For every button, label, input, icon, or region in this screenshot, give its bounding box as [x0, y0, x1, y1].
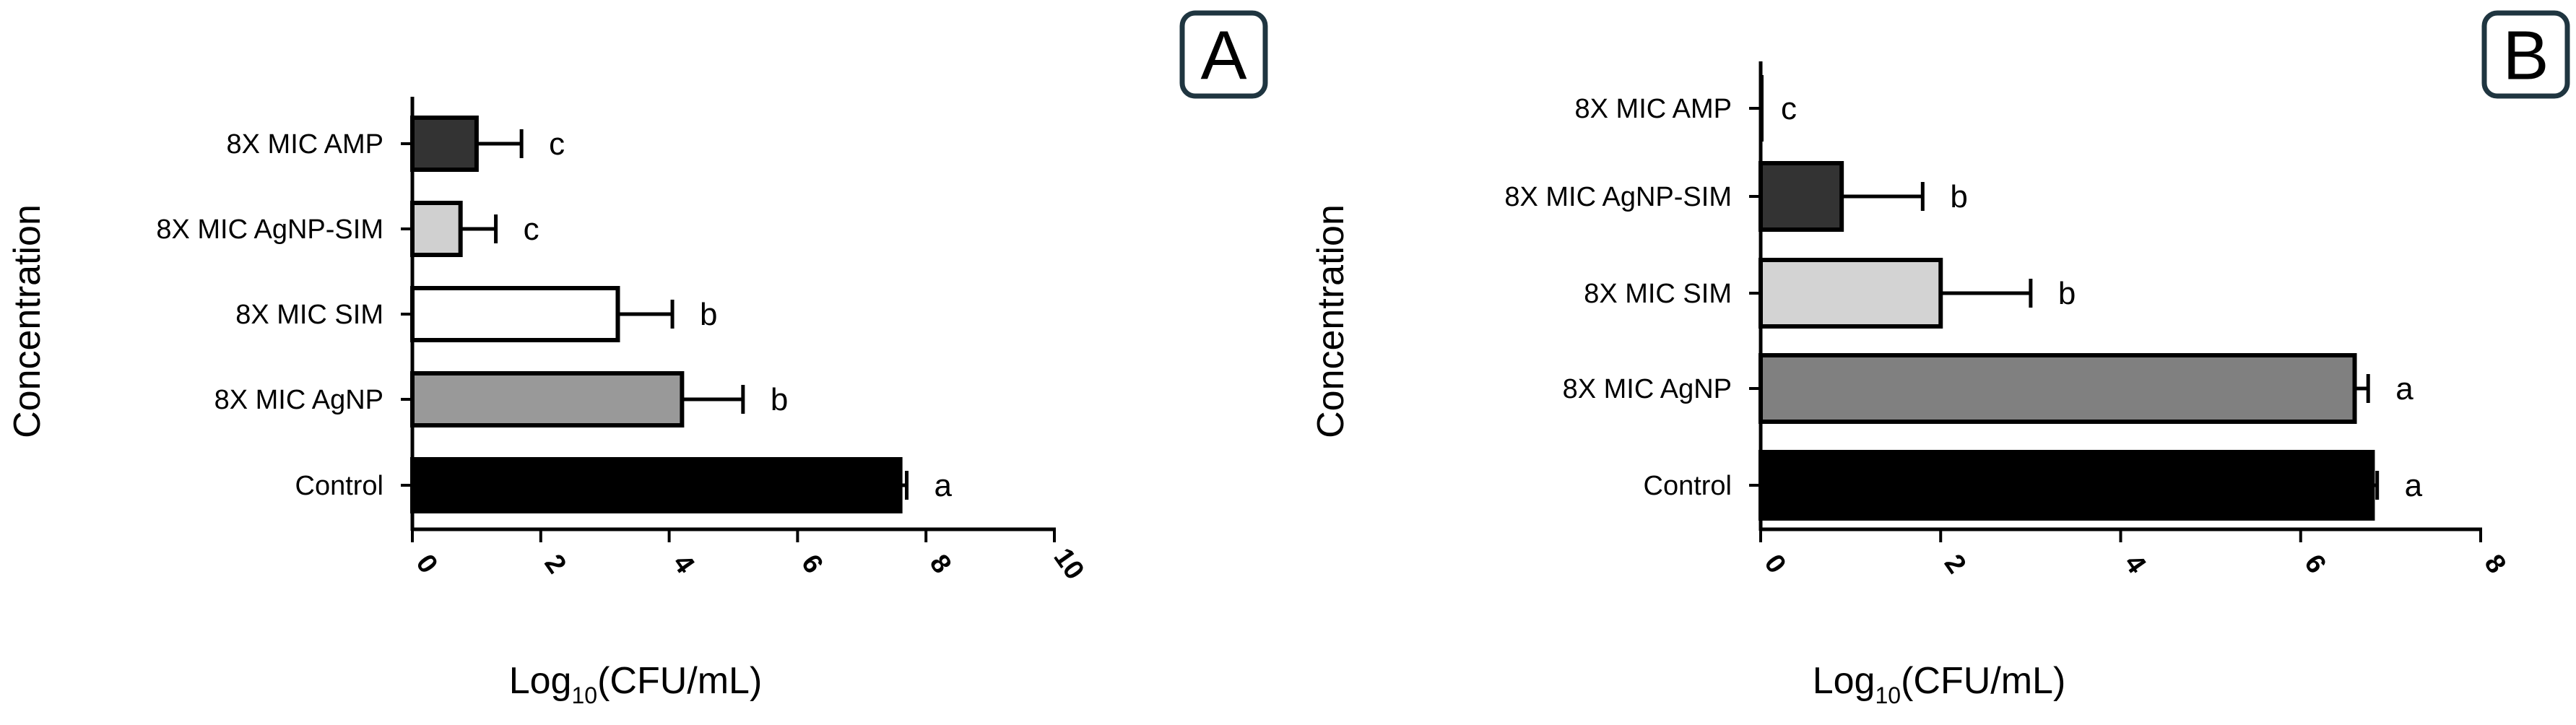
panel-a: 0 2 4 6 8 10 8X MIC AMP c 8X MIC AgNP-SIM c 8X MIC… [6, 10, 1268, 708]
category-label: 8X MIC SIM [1584, 279, 1732, 309]
x-tick-label: 2 [538, 549, 572, 578]
significance-label: a [934, 468, 953, 503]
category-label: 8X MIC AgNP [214, 385, 383, 415]
significance-label: c [1781, 91, 1797, 126]
panel-label-box [1179, 10, 1268, 99]
significance-label: a [2395, 371, 2414, 407]
bar [1758, 353, 2357, 424]
category-label: 8X MIC AMP [1575, 94, 1732, 124]
x-axis-title: Log10(CFU/mL) [1813, 660, 2066, 708]
x-tick-label: 8 [2479, 549, 2512, 578]
x-axis-title-subscript: 10 [1875, 682, 1901, 708]
y-axis-title: Concentration [1310, 204, 1352, 438]
bar [1758, 450, 2375, 521]
category-label: 8X MIC SIM [235, 300, 383, 330]
x-tick-label: 0 [410, 549, 444, 578]
significance-label: b [2058, 276, 2076, 311]
bar [1758, 258, 1943, 329]
category-label: 8X MIC AMP [227, 129, 384, 160]
panel-b: 0 2 4 6 8 8X MIC AMP c 8X MIC AgNP-SIM b 8X MIC S… [1310, 10, 2570, 708]
x-axis-title-subscript: 10 [571, 682, 597, 708]
x-axis-title-rest: (CFU/mL) [597, 660, 762, 702]
significance-label: b [1950, 179, 1967, 214]
category-label: 8X MIC AgNP-SIM [156, 214, 383, 245]
x-tick-label: 8 [924, 549, 958, 578]
x-tick-label: 6 [2298, 549, 2332, 578]
category-label: 8X MIC AgNP-SIM [1504, 182, 1732, 212]
x-axis-title-main: Log [509, 660, 572, 702]
x-axis-title-main: Log [1813, 660, 1875, 702]
panel-label: B [2502, 17, 2549, 95]
x-tick-label: 0 [1758, 549, 1792, 578]
x-axis-title: Log10(CFU/mL) [509, 660, 763, 708]
bar [410, 371, 685, 427]
significance-label: c [549, 126, 565, 162]
category-label: Control [1644, 471, 1732, 501]
bar [410, 116, 479, 172]
bar [1758, 161, 1844, 232]
bar [410, 201, 463, 257]
y-axis-title: Concentration [6, 204, 48, 438]
category-label: 8X MIC AgNP [1563, 374, 1732, 404]
category-label: Control [295, 471, 384, 501]
significance-label: b [771, 382, 788, 417]
bar [410, 286, 620, 342]
x-tick-label: 2 [1938, 549, 1972, 578]
x-tick-label: 6 [795, 549, 829, 578]
significance-label: b [700, 297, 717, 332]
significance-label: a [2405, 468, 2423, 503]
panel-label: A [1200, 17, 1246, 95]
x-axis-title-rest: (CFU/mL) [1901, 660, 2065, 702]
x-tick-label: 4 [2118, 549, 2152, 578]
x-tick-label: 10 [1048, 543, 1090, 586]
x-tick-label: 4 [667, 549, 701, 578]
bar [410, 457, 903, 513]
panel-label-box [2481, 10, 2570, 99]
significance-label: c [524, 212, 539, 247]
